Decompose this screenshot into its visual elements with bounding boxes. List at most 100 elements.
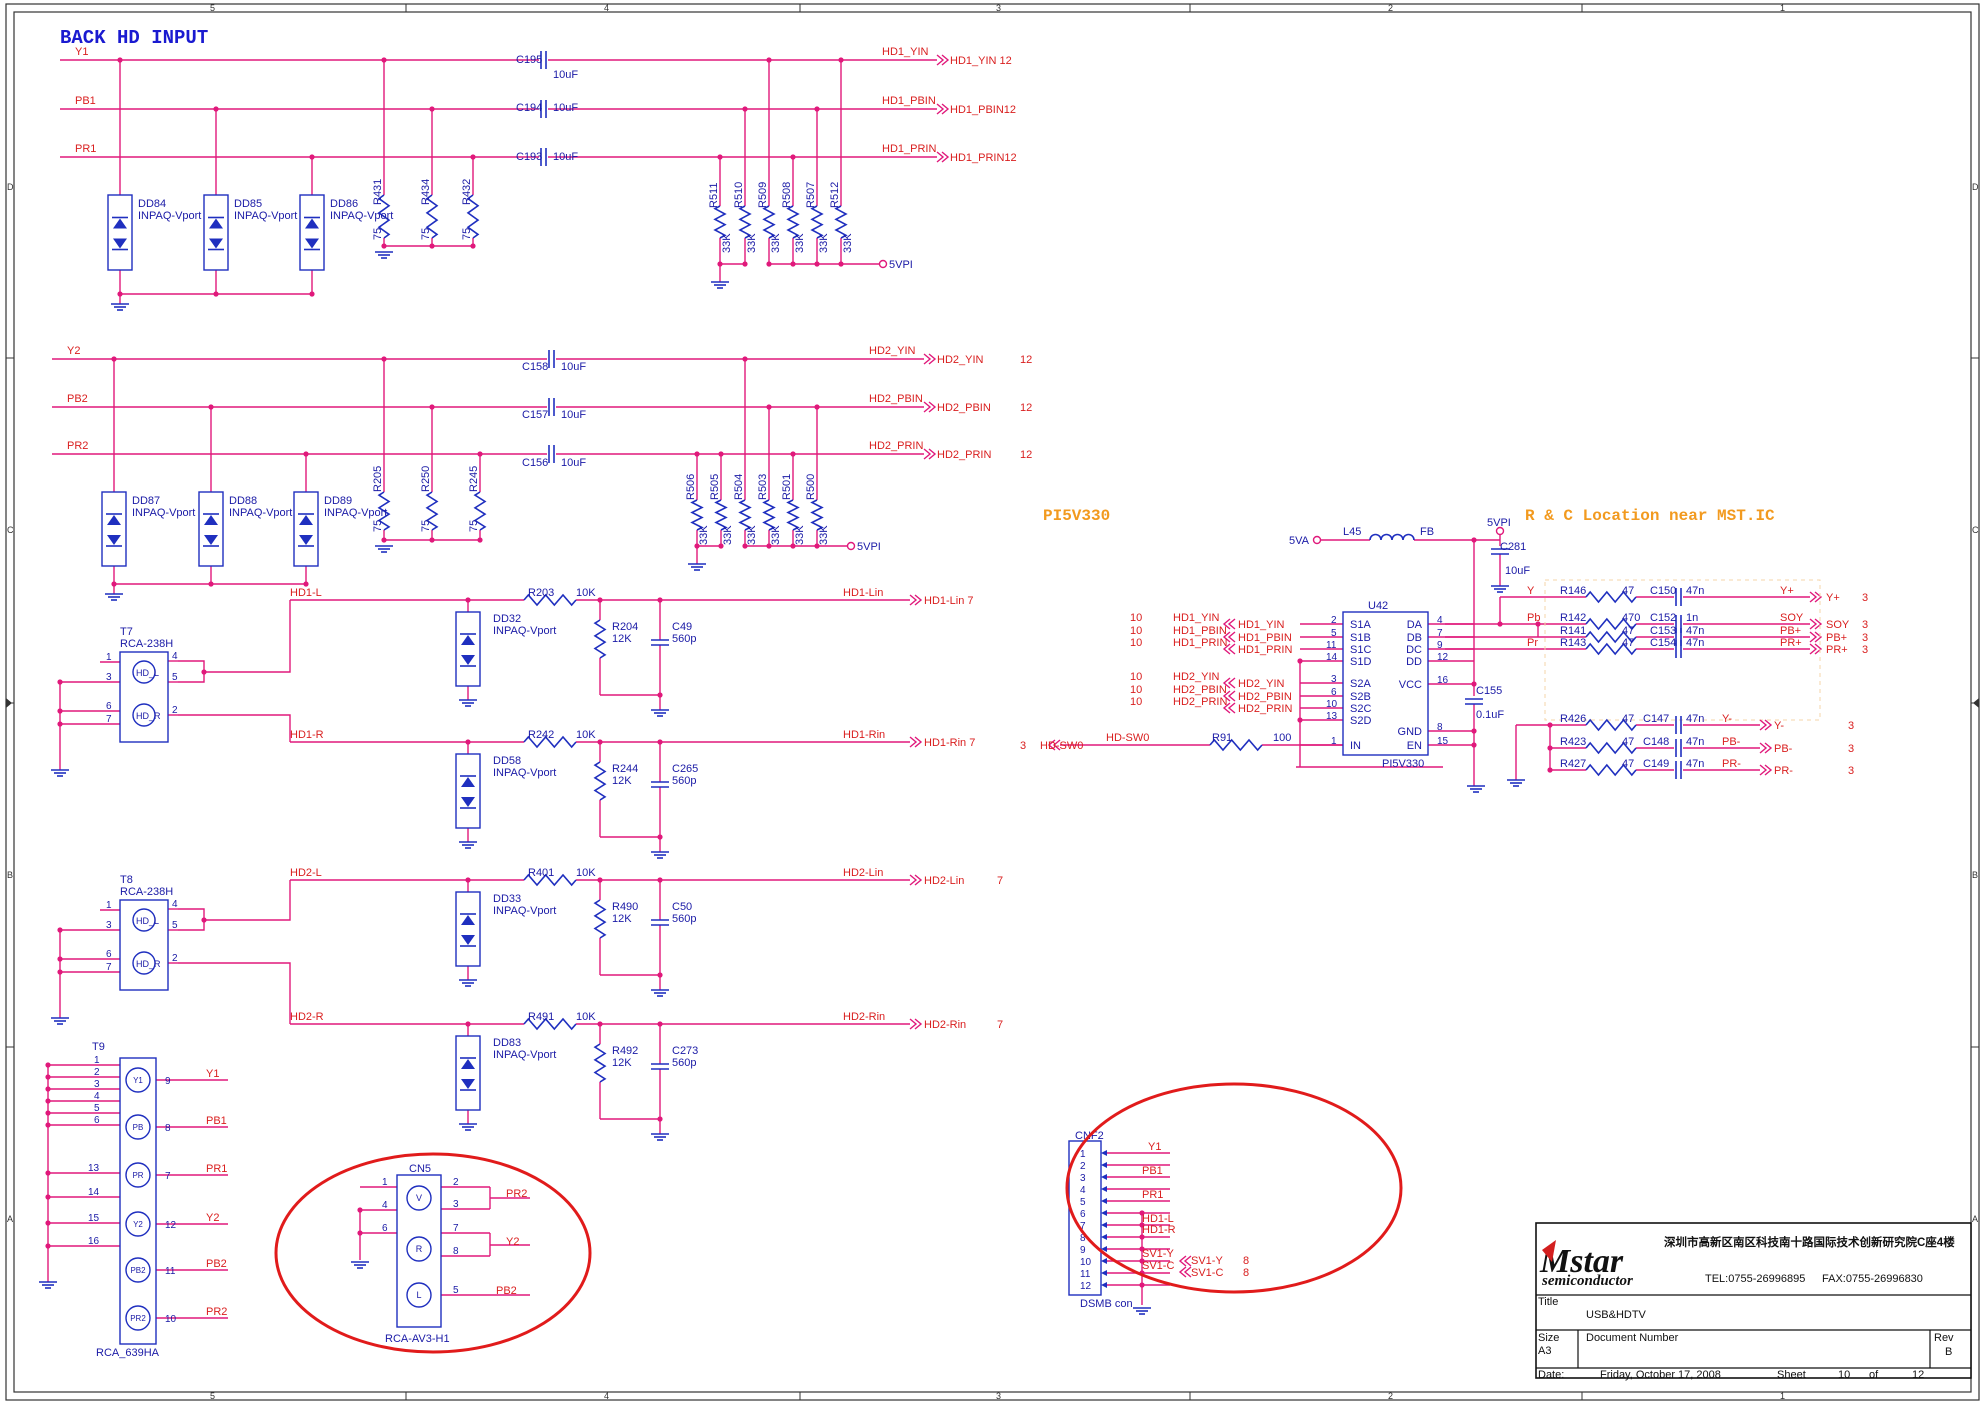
pin-number: 7: [453, 1223, 459, 1234]
junction-dot: [766, 261, 772, 267]
offsheet-label: HD-SW0: [1040, 740, 1083, 752]
docnum-label: Document Number: [1586, 1332, 1679, 1344]
sheet-label: Sheet: [1777, 1369, 1806, 1381]
junction-dot: [57, 679, 63, 685]
diode-triangle: [299, 515, 313, 525]
offsheet-label: HD1_PRIN12: [950, 152, 1017, 164]
diode-triangle: [461, 777, 475, 787]
junction-dot: [657, 597, 663, 603]
net-label-input: PB2: [67, 393, 88, 405]
termination-resistor: [377, 491, 391, 531]
pin-arrow: [1101, 1258, 1107, 1264]
sheet-reference: 10: [1130, 671, 1142, 683]
junction-dot: [208, 581, 214, 587]
ic-pin-number: 15: [1437, 736, 1449, 747]
ic-pin-name: DC: [1406, 644, 1422, 656]
resistor-value: 47: [1622, 585, 1634, 597]
junction-dot: [694, 451, 700, 457]
junction-dot: [657, 1021, 663, 1027]
supply-label: 5VPI: [857, 541, 881, 553]
center-mark: [6, 698, 12, 708]
pin-number: 3: [453, 1199, 459, 1210]
diode-ref: DD87: [132, 495, 160, 507]
pin-number: 4: [172, 651, 178, 662]
offsheet-label: SV1-C: [1191, 1267, 1223, 1279]
component-layer: [39, 51, 1823, 1345]
of-label: of: [1869, 1369, 1879, 1381]
pulldown-resistor: [593, 761, 607, 801]
offsheet-label: PR+: [1826, 644, 1848, 656]
offsheet-connector: [936, 151, 950, 163]
ic-pin-number: 12: [1437, 652, 1449, 663]
pin-number: 6: [106, 701, 112, 712]
ic-pin-name: EN: [1407, 740, 1422, 752]
offsheet-label: HD2_YIN: [1173, 671, 1220, 683]
net-label-audio-out: HD1-Lin: [843, 587, 883, 599]
zone-col-bottom: 2: [1388, 1391, 1393, 1401]
zone-row-left: D: [7, 182, 14, 192]
pulldown-resistor: [593, 619, 607, 659]
pulldown-resistor: [593, 1043, 607, 1083]
sheet-reference: 10: [1130, 612, 1142, 624]
junction-dot: [790, 261, 796, 267]
resistor-value: 33K: [818, 233, 830, 253]
resistor-value: 470: [1622, 612, 1640, 624]
pin-number: 7: [165, 1171, 171, 1182]
net-label: SV1-Y: [1142, 1248, 1174, 1260]
logo-sub: semiconductor: [1541, 1273, 1633, 1289]
net-label: Y1: [1148, 1141, 1161, 1153]
pin-number: 1: [1080, 1149, 1086, 1160]
diode-ref: DD83: [493, 1037, 521, 1049]
ic-pin-number: 4: [1437, 615, 1443, 626]
junction-dot: [717, 154, 723, 160]
junction-dot: [111, 356, 117, 362]
junction-dot: [597, 597, 603, 603]
junction-dot: [657, 692, 663, 698]
net-label: PR2: [206, 1306, 227, 1318]
junction-dot: [57, 708, 63, 714]
ic-pin-name: VCC: [1399, 679, 1422, 691]
net-label: PB1: [206, 1115, 227, 1127]
cap-value: 0.1uF: [1476, 709, 1504, 721]
resistor-ref: R505: [709, 474, 721, 500]
cap-value: 1n: [1686, 612, 1698, 624]
offsheet-connector: [1047, 739, 1061, 751]
jack-label: HD_R: [136, 959, 161, 969]
pin-arrow: [1101, 1234, 1107, 1240]
bias-resistor: [762, 205, 776, 239]
tvs-diode-dd87: [101, 491, 127, 567]
resistor-value: 33K: [746, 233, 758, 253]
junction-dot: [465, 877, 471, 883]
pin-number: 3: [1080, 1173, 1086, 1184]
cap-value: 47n: [1686, 637, 1704, 649]
resistor-ref: R509: [757, 182, 769, 208]
bias-resistor: [738, 205, 752, 239]
net-label-output: HD1_YIN: [882, 46, 929, 58]
tvs-diode-dd83: [455, 1035, 481, 1111]
net-label-output: HD2_PBIN: [869, 393, 923, 405]
zone-row-left: B: [7, 870, 13, 880]
offsheet-label: SOY: [1826, 619, 1850, 631]
pin-number: 13: [88, 1163, 100, 1174]
offsheet-connector: [1809, 618, 1823, 630]
resistor-ref: R508: [781, 182, 793, 208]
cap-value: 47n: [1686, 758, 1704, 770]
junction-dot: [766, 543, 772, 549]
company-fax: FAX:0755-26996830: [1822, 1273, 1923, 1285]
pin-number: 4: [1080, 1185, 1086, 1196]
cap-ref: C157: [522, 409, 548, 421]
ic-pin-name: DA: [1407, 619, 1423, 631]
offsheet-label: Y-: [1774, 720, 1784, 732]
cap-ref: C265: [672, 763, 698, 775]
cap-ref: C158: [522, 361, 548, 373]
pin-number: 8: [1080, 1233, 1086, 1244]
resistor-ref: R141: [1560, 625, 1586, 637]
resistor-value: 12K: [612, 913, 632, 925]
resistor-ref: R427: [1560, 758, 1586, 770]
jack-circle: [125, 1257, 151, 1283]
sheet-reference: 7: [997, 875, 1003, 887]
junction-dot: [309, 291, 315, 297]
junction-dot: [1139, 1234, 1145, 1240]
offsheet-connector: [1759, 742, 1773, 754]
junction-dot: [57, 969, 63, 975]
